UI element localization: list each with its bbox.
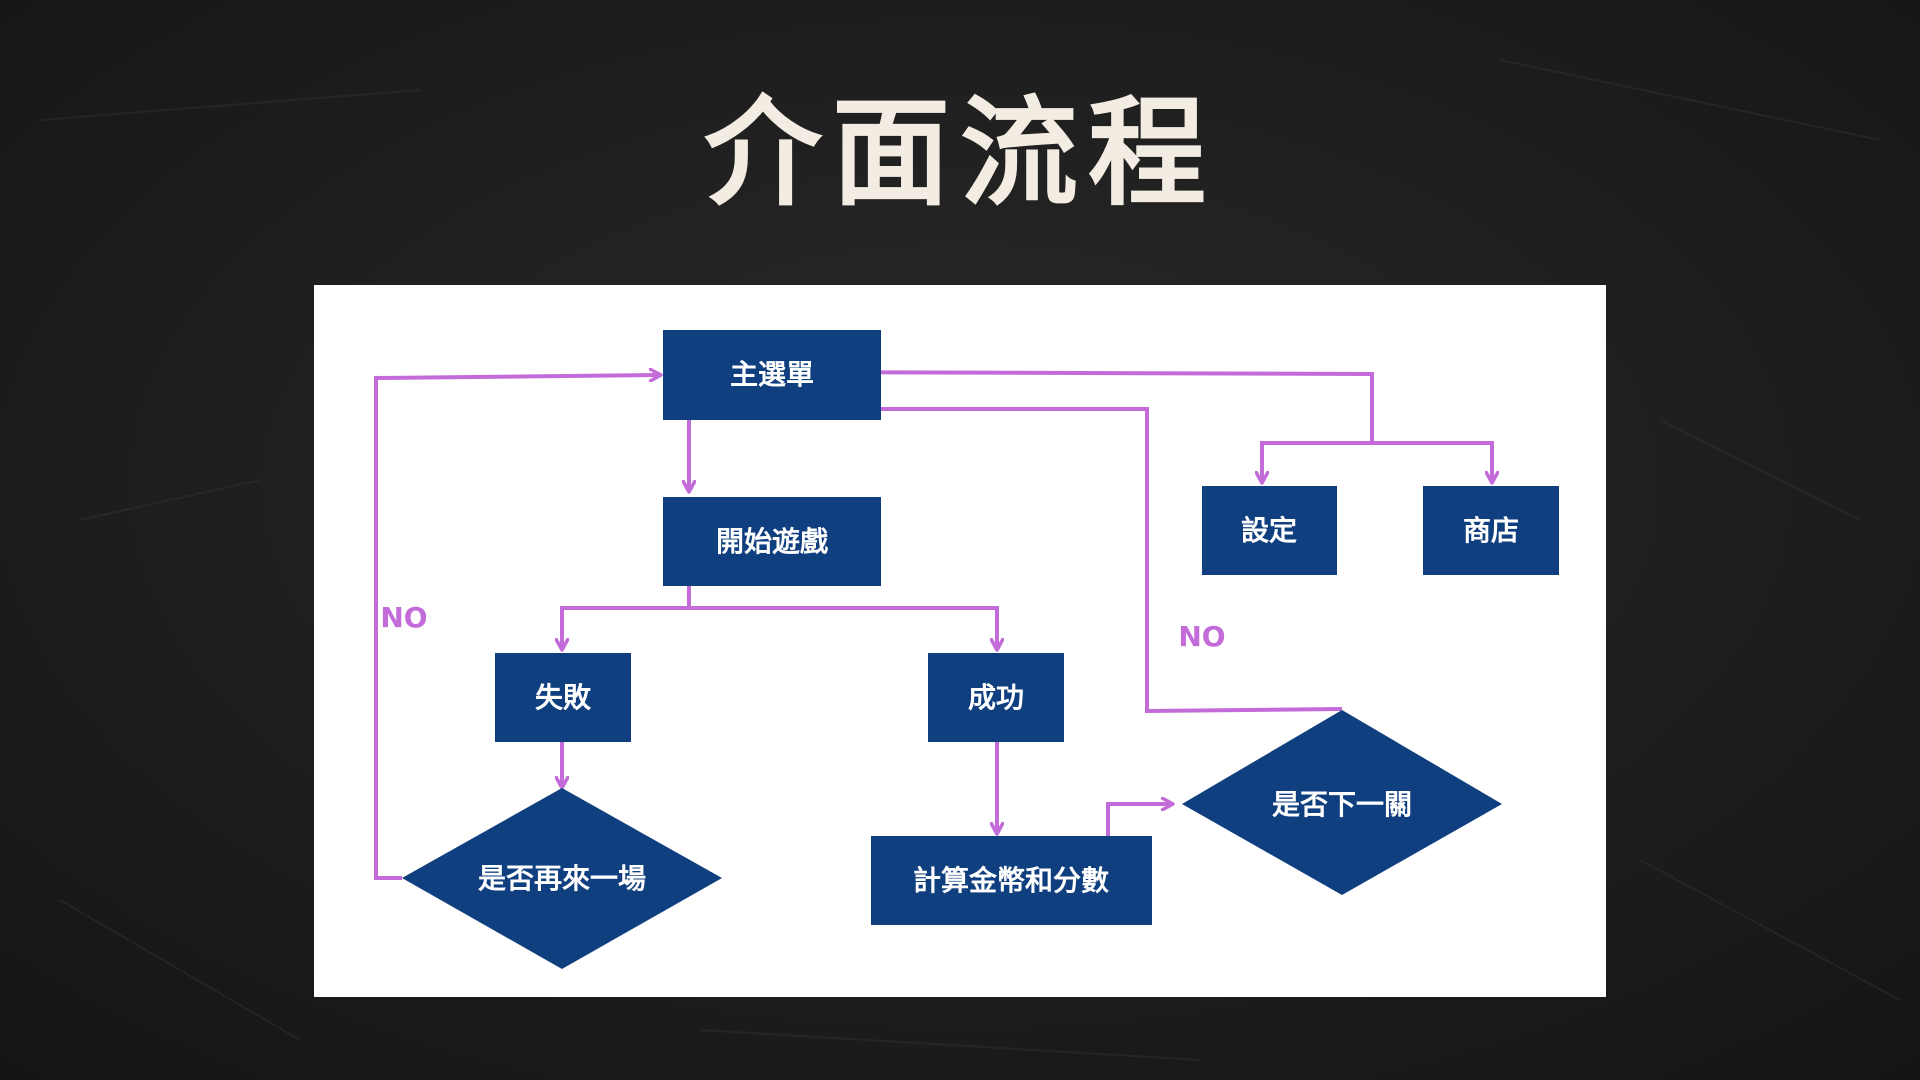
node-settings: 設定 — [1202, 486, 1337, 575]
connector-to-success — [689, 606, 997, 649]
node-main-menu: 主選單 — [663, 330, 881, 420]
node-play-again: 是否再來一場 — [402, 788, 722, 969]
node-start-game-label: 開始遊戲 — [716, 525, 828, 558]
connector-again-no-to-menu — [374, 375, 660, 880]
connector-calc-to-next — [1106, 804, 1172, 836]
node-fail-label: 失敗 — [535, 681, 592, 714]
connector-to-shop — [1372, 441, 1492, 482]
node-next-level: 是否下一關 — [1182, 710, 1502, 895]
node-next-level-label: 是否下一關 — [1272, 788, 1412, 821]
node-shop: 商店 — [1423, 486, 1559, 575]
no-label-right: NO — [1178, 620, 1225, 653]
node-calc-score-label: 計算金幣和分數 — [913, 864, 1109, 897]
flowchart: 主選單 開始遊戲 設定 商店 失敗 成功 是否再來一場 計算金幣和分數 — [374, 330, 1559, 969]
connector-to-fail — [562, 606, 689, 649]
node-success-label: 成功 — [968, 681, 1024, 714]
node-success: 成功 — [928, 653, 1064, 742]
connector-next-to-menu — [784, 409, 1343, 714]
node-calc-score: 計算金幣和分數 — [871, 836, 1152, 925]
connector-to-settings — [1262, 441, 1372, 482]
node-settings-label: 設定 — [1241, 514, 1297, 547]
flowchart-panel: 主選單 開始遊戲 設定 商店 失敗 成功 是否再來一場 計算金幣和分數 — [314, 285, 1606, 997]
node-play-again-label: 是否再來一場 — [478, 862, 646, 895]
no-label-left: NO — [380, 601, 427, 634]
node-start-game: 開始遊戲 — [663, 497, 881, 586]
page-title: 介面流程 — [703, 84, 1216, 222]
node-fail: 失敗 — [495, 653, 631, 742]
connector-menu-branch — [777, 370, 1374, 443]
node-shop-label: 商店 — [1463, 514, 1519, 547]
node-main-menu-label: 主選單 — [730, 358, 814, 391]
